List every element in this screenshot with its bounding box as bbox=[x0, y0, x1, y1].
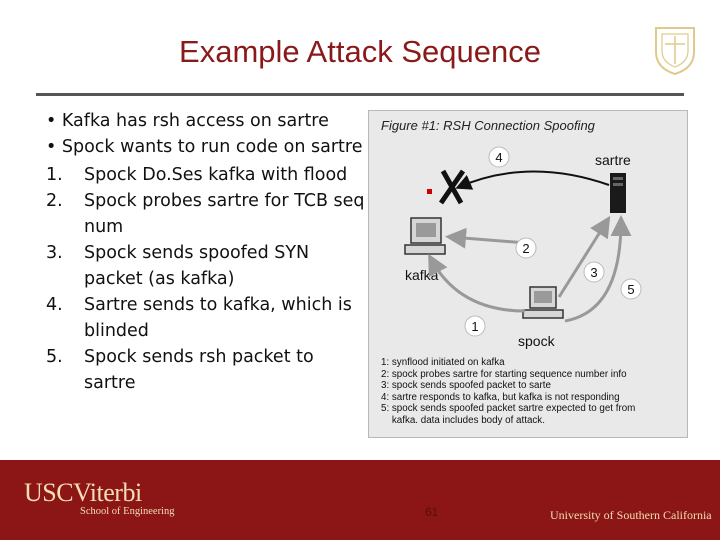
kafka-label: kafka bbox=[405, 267, 439, 283]
sartre-label: sartre bbox=[595, 152, 631, 168]
arrow-5 bbox=[564, 215, 632, 323]
step-text: Sartre sends to kafka, which is blinded bbox=[84, 295, 352, 341]
arrow-3 bbox=[557, 215, 611, 298]
legend-line: kafka. data includes body of attack. bbox=[381, 414, 545, 426]
usc-seal-icon bbox=[655, 27, 695, 76]
legend-line: 4: sartre responds to kafka, but kafka i… bbox=[381, 391, 620, 403]
logo-main-text: USCViterbi bbox=[24, 478, 142, 507]
step-item: 3. Spock sends spoofed SYN packet (as kaf… bbox=[46, 240, 366, 292]
figure-title: Figure #1: RSH Connection Spoofing bbox=[381, 118, 595, 133]
svg-text:3: 3 bbox=[590, 265, 597, 280]
step-text: Spock sends rsh packet to sartre bbox=[84, 347, 314, 393]
step-item: 2. Spock probes sartre for TCB seq num bbox=[46, 188, 366, 240]
step-text: Spock sends spoofed SYN packet (as kafka… bbox=[84, 243, 310, 289]
arrow-number-badge: 2 bbox=[515, 237, 537, 259]
arrow-number-badge: 1 bbox=[464, 315, 486, 337]
arrow-4 bbox=[455, 170, 610, 190]
slide-title: Example Attack Sequence bbox=[179, 34, 541, 69]
step-item: 4. Sartre sends to kafka, which is blinde… bbox=[46, 292, 366, 344]
step-item: 1. Spock Do.Ses kafka with flood bbox=[46, 162, 366, 188]
rsh-spoofing-figure: Figure #1: RSH Connection Spoofing sartr… bbox=[368, 110, 688, 438]
kafka-computer-icon bbox=[404, 217, 446, 255]
bullet-list: • Kafka has rsh access on sartre • Spock… bbox=[46, 108, 366, 396]
university-name: University of Southern California bbox=[550, 508, 712, 522]
step-text: Spock probes sartre for TCB seq num bbox=[84, 191, 365, 237]
arrow-number-badge: 5 bbox=[620, 278, 642, 300]
arrow-number-badge: 4 bbox=[488, 146, 510, 168]
svg-text:5: 5 bbox=[627, 282, 634, 297]
svg-text:2: 2 bbox=[522, 241, 529, 256]
svg-text:1: 1 bbox=[471, 319, 478, 334]
bullet-item: • Kafka has rsh access on sartre bbox=[46, 111, 329, 131]
figure-legend: 1: synflood initiated on kafka 2: spock … bbox=[381, 357, 635, 427]
step-number: 1. bbox=[46, 165, 63, 185]
legend-line: 2: spock probes sartre for starting sequ… bbox=[381, 368, 627, 380]
logo-sub-text: School of Engineering bbox=[80, 506, 175, 517]
step-number: 4. bbox=[46, 295, 63, 315]
step-item: 5. Spock sends rsh packet to sartre bbox=[46, 344, 366, 396]
usc-viterbi-logo: USCViterbi School of Engineering bbox=[24, 478, 174, 517]
step-number: 2. bbox=[46, 191, 63, 211]
step-text: Spock Do.Ses kafka with flood bbox=[84, 165, 348, 185]
network-diagram: sartre kafka spock bbox=[404, 146, 642, 349]
step-number: 3. bbox=[46, 243, 63, 263]
spock-label: spock bbox=[518, 333, 556, 349]
bullet-item: • Spock wants to run code on sartre bbox=[46, 137, 363, 157]
sartre-server-icon bbox=[610, 173, 626, 213]
title-divider bbox=[36, 93, 684, 96]
arrow-number-badge: 3 bbox=[583, 261, 605, 283]
arrow-1 bbox=[428, 253, 526, 313]
arrow-2 bbox=[445, 227, 528, 249]
legend-line: 1: synflood initiated on kafka bbox=[381, 357, 505, 368]
svg-text:4: 4 bbox=[495, 150, 502, 165]
step-number: 5. bbox=[46, 347, 63, 367]
footer-bar bbox=[0, 460, 720, 540]
blocked-x-icon bbox=[427, 169, 466, 205]
step-list: 1. Spock Do.Ses kafka with flood 2. Spock … bbox=[46, 162, 366, 396]
page-number: 61 bbox=[425, 505, 439, 519]
spock-computer-icon bbox=[522, 286, 564, 319]
legend-line: 5: spock sends spoofed packet sartre exp… bbox=[381, 403, 636, 415]
legend-line: 3: spock sends spoofed packet to sarte bbox=[381, 380, 551, 392]
